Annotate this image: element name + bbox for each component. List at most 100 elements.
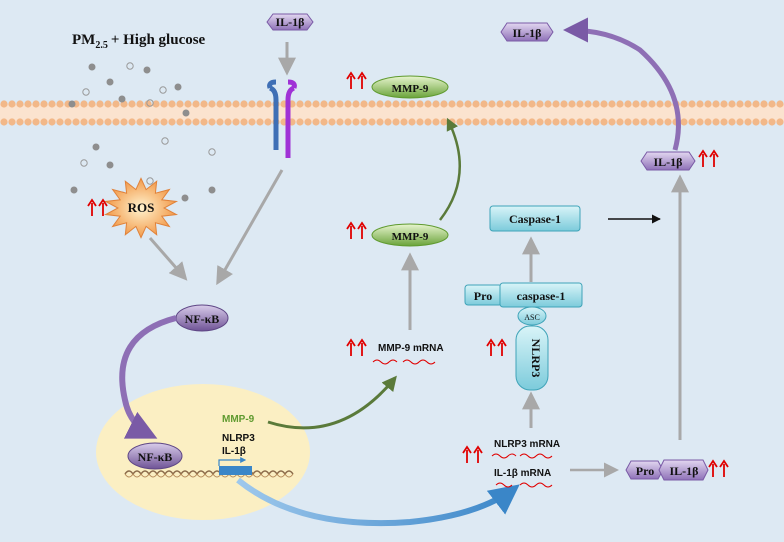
asc-label: ASC xyxy=(524,313,540,322)
lipid-head xyxy=(40,118,48,126)
lipid-head xyxy=(344,100,352,108)
lipid-head xyxy=(8,100,16,108)
lipid-head xyxy=(40,100,48,108)
lipid-head xyxy=(640,100,648,108)
mmp9-mrna: MMP-9 mRNA xyxy=(372,343,444,365)
lipid-head xyxy=(32,100,40,108)
lipid-head xyxy=(664,118,672,126)
lipid-head xyxy=(504,118,512,126)
lipid-head xyxy=(632,100,640,108)
nfkb-cytoplasm-label: NF-κB xyxy=(185,312,220,326)
lipid-head xyxy=(656,100,664,108)
lipid-head xyxy=(584,118,592,126)
lipid-head xyxy=(648,118,656,126)
lipid-head xyxy=(664,100,672,108)
up-arrow-icon xyxy=(698,149,719,167)
il1b-mature-label: IL-1β xyxy=(654,155,683,169)
mmp9-lower-label: MMP-9 xyxy=(392,231,429,243)
lipid-head xyxy=(240,100,248,108)
lipid-head xyxy=(600,100,608,108)
lipid-head xyxy=(56,100,64,108)
lipid-head xyxy=(472,118,480,126)
lipid-head xyxy=(408,118,416,126)
lipid-head xyxy=(160,100,168,108)
lipid-head xyxy=(168,118,176,126)
mmp9-upper-label: MMP-9 xyxy=(392,83,429,95)
lipid-head xyxy=(176,100,184,108)
lipid-head xyxy=(160,118,168,126)
pm25-particle xyxy=(208,186,216,194)
glucose-particle xyxy=(82,88,90,96)
mmp9-protein-lower: MMP-9 xyxy=(371,223,449,247)
glucose-particle xyxy=(208,148,216,156)
lipid-head xyxy=(352,118,360,126)
lipid-head xyxy=(56,118,64,126)
lipid-head xyxy=(560,118,568,126)
lipid-head xyxy=(608,100,616,108)
lipid-head xyxy=(416,118,424,126)
arrow-nfkb-translocation xyxy=(119,315,177,439)
lipid-head xyxy=(584,100,592,108)
lipid-head xyxy=(264,118,272,126)
arrow-gene-to-mmp9-mrna xyxy=(267,375,397,430)
lipid-head xyxy=(88,100,96,108)
lipid-head xyxy=(328,118,336,126)
il1b-mrna-label: IL-1β mRNA xyxy=(494,468,551,479)
lipid-head xyxy=(376,100,384,108)
lipid-head xyxy=(240,118,248,126)
lipid-head xyxy=(720,100,728,108)
lipid-head xyxy=(600,118,608,126)
gene-il1b-label: IL-1β xyxy=(222,446,246,457)
pm25-particle xyxy=(181,194,189,202)
lipid-head xyxy=(552,118,560,126)
lipid-head xyxy=(520,118,528,126)
lipid-head xyxy=(232,118,240,126)
lipid-head xyxy=(464,100,472,108)
lipid-head xyxy=(448,100,456,108)
lipid-head xyxy=(624,118,632,126)
glucose-particle xyxy=(159,86,167,94)
lipid-head xyxy=(128,118,136,126)
lipid-head xyxy=(32,118,40,126)
lipid-head xyxy=(496,100,504,108)
nlrp3-mrna: NLRP3 mRNA xyxy=(491,439,560,459)
lipid-head xyxy=(384,118,392,126)
lipid-head xyxy=(568,118,576,126)
nlrp3-protein: NLRP3 xyxy=(515,325,549,391)
lipid-head xyxy=(312,118,320,126)
dna-strand xyxy=(124,470,294,476)
lipid-head xyxy=(384,100,392,108)
lipid-head xyxy=(536,118,544,126)
lipid-head xyxy=(464,118,472,126)
lipid-head xyxy=(616,100,624,108)
pm25-particle xyxy=(70,186,78,194)
lipid-head xyxy=(432,100,440,108)
asc-adaptor: ASC xyxy=(517,306,547,326)
lipid-head xyxy=(720,118,728,126)
lipid-head xyxy=(424,118,432,126)
lipid-head xyxy=(376,118,384,126)
lipid-head xyxy=(696,118,704,126)
pm25-particle xyxy=(118,95,126,103)
transcription-start-arrow xyxy=(218,457,247,466)
lipid-head xyxy=(328,100,336,108)
lipid-head xyxy=(360,118,368,126)
lipid-head xyxy=(312,100,320,108)
lipid-head xyxy=(520,100,528,108)
gene-mmp9-label: MMP-9 xyxy=(222,414,255,425)
dna-strand-2 xyxy=(124,473,294,478)
lipid-head xyxy=(256,118,264,126)
lipid-head xyxy=(296,100,304,108)
lipid-head xyxy=(336,100,344,108)
lipid-head xyxy=(112,118,120,126)
lipid-head xyxy=(624,100,632,108)
lipid-head xyxy=(496,118,504,126)
lipid-head xyxy=(576,100,584,108)
lipid-head xyxy=(488,100,496,108)
mmp9-mrna-label: MMP-9 mRNA xyxy=(378,343,444,354)
lipid-head xyxy=(680,118,688,126)
lipid-head xyxy=(200,118,208,126)
lipid-head xyxy=(48,118,56,126)
lipid-head xyxy=(616,118,624,126)
